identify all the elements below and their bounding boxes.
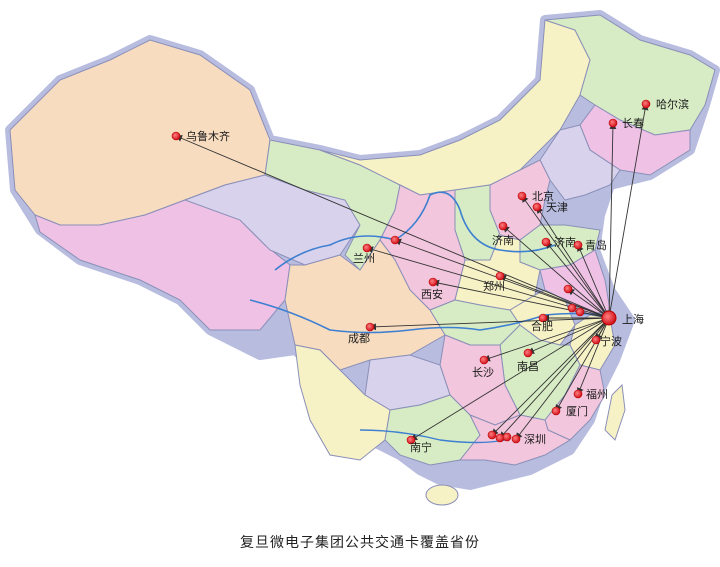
city-marker-extra-6 (502, 432, 512, 442)
city-label-zhengzhou: 郑州 (483, 279, 505, 293)
route-arrow-urumqi (175, 135, 610, 319)
map-caption: 复旦微电子集团公共交通卡覆盖省份 (240, 535, 480, 551)
city-marker-xian (428, 277, 438, 287)
city-label-xiamen: 厦门 (566, 404, 588, 418)
city-label-nanning: 南宁 (410, 440, 432, 454)
city-label-urumqi: 乌鲁木齐 (186, 129, 230, 143)
city-marker-extra-5 (487, 430, 497, 440)
city-marker-lanzhou (362, 243, 372, 253)
city-label-harbin: 哈尔滨 (656, 97, 689, 111)
city-label-jinan2: 济南 (554, 235, 576, 249)
city-marker-changchun (608, 118, 618, 128)
city-label-hefei: 合肥 (531, 319, 553, 333)
city-label-chengdu: 成都 (348, 332, 370, 345)
region-taiwan (604, 383, 626, 441)
city-label-tianjin: 天津 (546, 201, 568, 214)
city-marker-fuzhou (573, 389, 583, 399)
city-marker-changsha (479, 355, 489, 365)
route-arrow-tianjin (536, 206, 610, 319)
city-label-ningbo: 宁波 (600, 334, 622, 348)
pearl-river (359, 429, 506, 444)
city-marker-jinan2 (541, 237, 551, 247)
route-arrow-fuzhou (577, 317, 610, 395)
city-label-changchun: 长春 (622, 117, 644, 130)
city-marker-urumqi (171, 131, 181, 141)
city-label-shenzhen: 深圳 (524, 433, 546, 446)
city-label-fuzhou: 福州 (586, 387, 608, 401)
route-arrow-nanchang (527, 317, 610, 354)
route-arrow-extra-2 (499, 317, 610, 439)
route-arrows (175, 103, 649, 441)
route-arrow-qingdao (577, 244, 610, 319)
city-marker-qingdao (573, 240, 583, 250)
route-arrow-changsha (483, 317, 610, 362)
route-arrow-nanning (410, 317, 610, 441)
city-marker-zhengzhou (495, 271, 505, 281)
city-markers: 哈尔滨长春乌鲁木齐北京天津济南济南青岛兰州西安郑州合肥成都宁波长沙南昌福州厦门深… (171, 97, 689, 454)
city-label-beijing: 北京 (532, 189, 554, 203)
city-marker-chengdu (365, 322, 375, 332)
route-arrow-jinan2 (545, 241, 610, 319)
route-arrow-chengdu (369, 317, 610, 331)
region-hainan (425, 484, 459, 506)
city-label-xian: 西安 (421, 287, 443, 301)
city-marker-extra-2 (567, 303, 577, 313)
route-arrow-beijing (521, 195, 610, 319)
city-label-changsha: 长沙 (472, 366, 494, 379)
city-marker-nanning (406, 435, 416, 445)
city-marker-shenzhen (511, 434, 521, 444)
route-arrow-extra-3 (491, 317, 610, 436)
city-marker-extra-1 (563, 284, 573, 294)
route-arrow-harbin (608, 103, 649, 319)
city-marker-beijing (517, 191, 527, 201)
city-marker-extra-3 (575, 307, 585, 317)
city-marker-nanchang (523, 348, 533, 358)
city-marker-hefei (538, 313, 548, 323)
city-marker-tianjin (532, 202, 542, 212)
city-label-nanchang: 南昌 (517, 360, 539, 373)
city-marker-extra-4 (495, 433, 505, 443)
hub-label-shanghai: 上海 (622, 312, 644, 326)
city-label-lanzhou: 兰州 (353, 252, 375, 265)
city-label-jinan1: 济南 (492, 233, 514, 247)
city-marker-extra-0 (390, 235, 400, 245)
city-marker-ningbo (591, 335, 601, 345)
city-marker-jinan1 (498, 221, 508, 231)
city-marker-harbin (641, 99, 651, 109)
route-arrow-jinan1 (502, 225, 610, 319)
route-arrow-extra-1 (567, 288, 610, 319)
hub-marker-shanghai (601, 310, 617, 326)
city-marker-xiamen (551, 406, 561, 416)
city-label-qingdao: 青岛 (585, 238, 607, 252)
yellow-river (274, 191, 556, 271)
route-arrow-xiamen (555, 317, 610, 412)
route-arrow-changchun (608, 122, 617, 319)
